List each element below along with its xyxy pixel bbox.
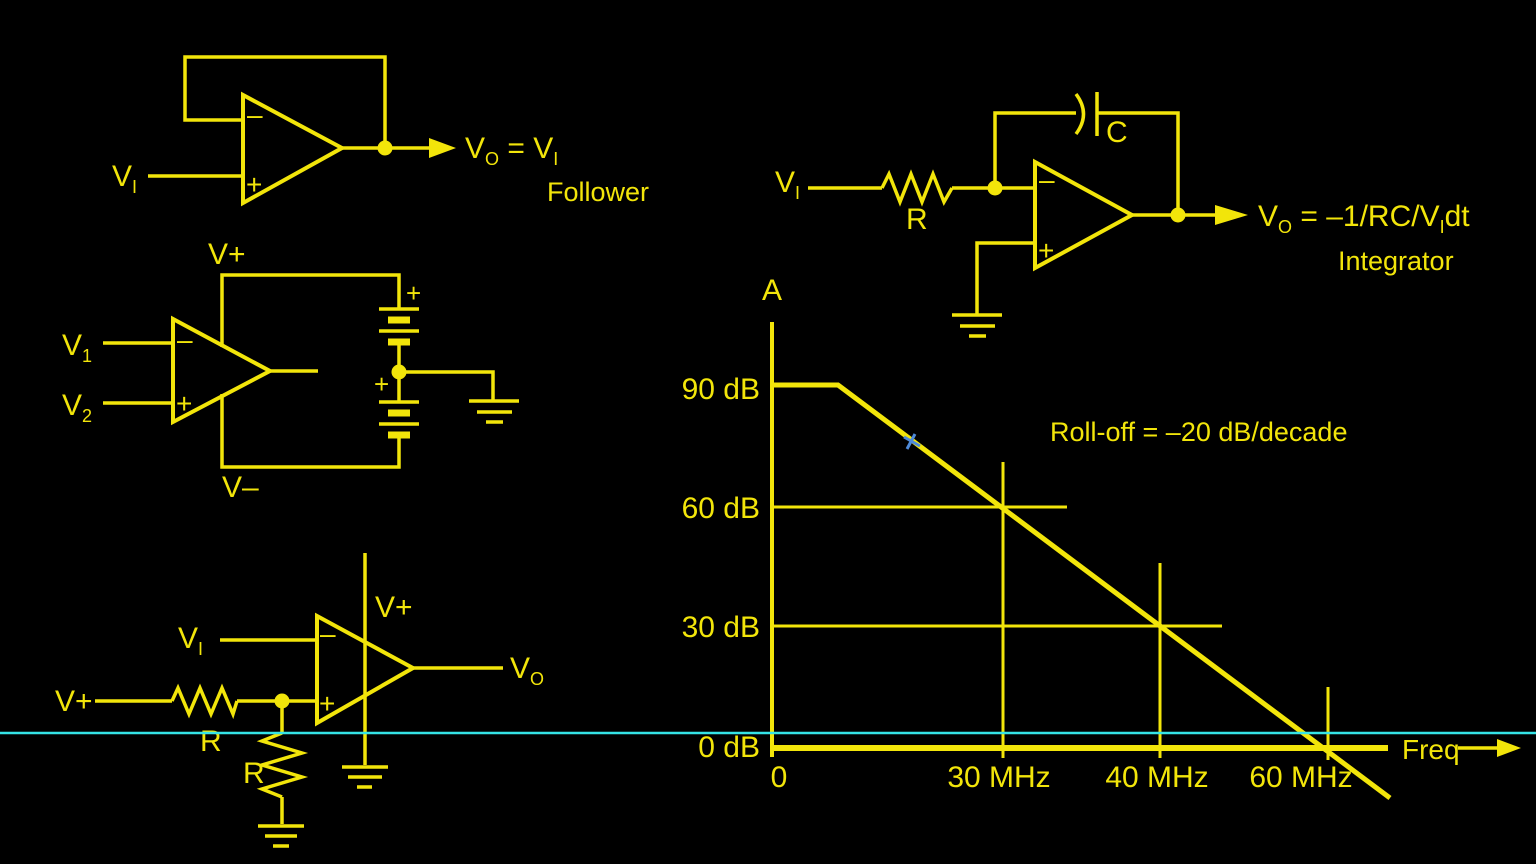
shunt-resistor-label: R (243, 757, 265, 790)
summing-node-dot (987, 180, 1003, 196)
noninverting-input-label: + (246, 169, 262, 200)
output-voltage-label: VO (510, 652, 544, 689)
circuit-title: Follower (547, 177, 649, 207)
capacitor-curved-plate (1074, 92, 1086, 136)
gain-rolloff-chart: A 90 dB 60 dB 30 dB 0 dB 0 30 MHz 40 MHz… (682, 274, 1521, 801)
y-tick-30db: 30 dB (682, 611, 760, 644)
y-axis-label: A (762, 274, 782, 307)
noninverting-input-label: + (176, 388, 192, 419)
freq-arrow-icon (1497, 739, 1521, 757)
shunt-resistor-symbol (255, 731, 309, 799)
opamp-triangle (241, 91, 347, 207)
circuit-title: Integrator (1338, 246, 1454, 276)
cursor-mark (903, 433, 921, 450)
output-equation: VO = VI (465, 132, 558, 169)
feedback-wire (183, 55, 387, 148)
opamp-triangle (1033, 158, 1137, 272)
y-tick-0db: 0 dB (698, 731, 760, 764)
gain-rolloff-curve (774, 382, 1392, 801)
inverting-input-label: – (1039, 164, 1055, 195)
battery2-polarity-label: + (374, 369, 389, 399)
vplus-left-label: V+ (55, 685, 93, 718)
supply-opamp-circuit: V+ V– V1 V2 – + + + (62, 238, 519, 504)
midpoint-node-dot (391, 364, 407, 380)
input-voltage-label: VI (178, 622, 203, 659)
series-resistor-symbol (170, 683, 239, 720)
reference-node-dot (274, 693, 290, 709)
y-tick-90db: 90 dB (682, 373, 760, 406)
battery1-polarity-label: + (406, 278, 421, 308)
noninverting-input-label: + (1038, 235, 1054, 266)
output-arrow-icon (1215, 205, 1248, 225)
input-voltage-label: VI (775, 166, 800, 203)
vminus-rail-label: V– (222, 471, 259, 504)
inverting-input-label: – (247, 99, 263, 130)
x-axis-label: Freq (1402, 734, 1460, 765)
y-tick-60db: 60 dB (682, 492, 760, 525)
x-tick-40mhz: 40 MHz (1105, 761, 1208, 794)
output-arrow-icon (429, 138, 456, 158)
integrator-circuit: VI R C – + VO = –1/RC/VIdt Integrator (775, 92, 1470, 338)
noninverting-input-label: + (319, 688, 335, 719)
input1-label: V1 (62, 329, 92, 366)
vminus-rail-wire (220, 394, 401, 469)
ground-icon (469, 399, 519, 424)
ground-icon (258, 824, 304, 848)
x-tick-30mhz: 30 MHz (947, 761, 1050, 794)
ground-icon (952, 313, 1002, 338)
opamp-triangle (171, 315, 275, 426)
output-node-dot (377, 140, 393, 156)
output-node-dot (1170, 207, 1186, 223)
resistor-label: R (906, 203, 928, 236)
noninverting-ground-wire (975, 241, 1035, 315)
inverting-input-label: – (177, 324, 193, 355)
capacitor-label: C (1106, 116, 1128, 149)
comparator-circuit: VI V+ V+ R R – + VO (55, 553, 544, 848)
feedback-wire-left (993, 111, 1076, 182)
vplus-rail-label: V+ (208, 238, 246, 271)
follower-circuit: – + VI VO = VI Follower (112, 55, 649, 207)
rolloff-annotation: Roll-off = –20 dB/decade (1050, 417, 1347, 447)
series-resistor-label: R (200, 725, 222, 758)
midpoint-ground-wire (406, 370, 495, 401)
x-tick-0: 0 (771, 761, 788, 794)
feedback-wire-right (1097, 111, 1180, 215)
output-equation: VO = –1/RC/VIdt (1258, 200, 1470, 237)
input-voltage-label: VI (112, 160, 137, 197)
x-tick-60mhz: 60 MHz (1249, 761, 1352, 794)
input2-label: V2 (62, 389, 92, 426)
inverting-input-label: – (320, 618, 336, 649)
vplus-supply-label: V+ (375, 591, 413, 624)
ground-icon (342, 765, 388, 789)
series-resistor-symbol (880, 169, 954, 207)
vplus-rail-wire (220, 273, 401, 347)
